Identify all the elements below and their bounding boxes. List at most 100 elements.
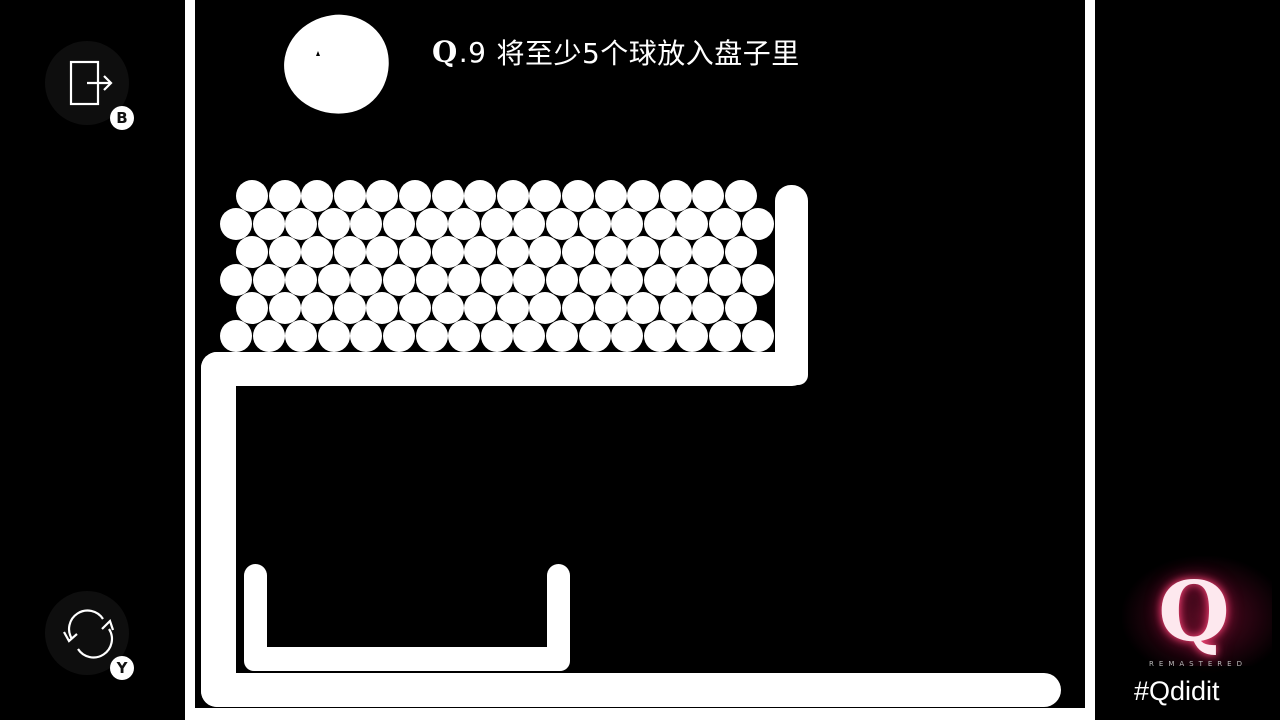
ball: [513, 208, 546, 240]
ball: [399, 292, 431, 324]
ball: [643, 264, 676, 296]
ball: [725, 180, 757, 212]
ball: [643, 320, 676, 352]
ball: [659, 180, 692, 212]
ball: [366, 180, 399, 212]
exit-button[interactable]: B: [45, 41, 134, 130]
ball: [431, 180, 464, 212]
ball: [383, 320, 415, 352]
ball: [350, 264, 383, 296]
ground-floor: [201, 673, 1061, 707]
pen-cursor-icon: [316, 51, 320, 56]
ball: [529, 236, 562, 268]
ball: [496, 292, 529, 324]
ball: [448, 320, 481, 352]
shelf-right-post: [775, 185, 808, 385]
logo-subtitle: REMASTERED: [1149, 660, 1247, 668]
ball: [366, 236, 399, 268]
ball: [236, 292, 268, 324]
b-button-badge: B: [110, 106, 134, 130]
logo-glow: [1122, 556, 1272, 666]
ball: [546, 320, 578, 352]
ball: [220, 208, 252, 240]
ball: [383, 208, 415, 240]
ball: [415, 264, 448, 296]
ball: [220, 320, 252, 352]
ball: [252, 208, 285, 240]
ball: [562, 292, 594, 324]
ball: [594, 292, 627, 324]
ball: [301, 180, 334, 212]
ball: [709, 320, 741, 352]
ball: [480, 208, 513, 240]
ball: [496, 180, 529, 212]
ball: [236, 180, 268, 212]
ball: [464, 236, 497, 268]
ball: [399, 180, 431, 212]
ball: [692, 292, 725, 324]
ball: [594, 236, 627, 268]
ball: [448, 208, 481, 240]
question-text: 将至少5个球放入盘子里: [496, 37, 800, 70]
ball: [611, 320, 644, 352]
ball: [415, 320, 448, 352]
ball: [692, 236, 725, 268]
ball: [268, 236, 301, 268]
ball: [480, 320, 513, 352]
ball: [529, 180, 562, 212]
ball: [383, 264, 415, 296]
question-number: .9: [458, 35, 487, 69]
shelf-floor: [201, 352, 808, 386]
ball: [268, 180, 301, 212]
ball: [268, 292, 301, 324]
ball: [431, 236, 464, 268]
ball: [676, 320, 709, 352]
ball: [741, 320, 774, 352]
game-logo: Q REMASTERED #Qdidit: [1112, 556, 1280, 720]
ball: [709, 208, 741, 240]
ball: [627, 236, 660, 268]
exit-door-icon: [69, 60, 113, 106]
ball: [301, 236, 334, 268]
ball: [480, 264, 513, 296]
ball: [692, 180, 725, 212]
ball: [448, 264, 481, 296]
plate-right-rim: [547, 564, 570, 670]
ball: [496, 236, 529, 268]
plate-left-rim: [244, 564, 267, 670]
ball: [529, 292, 562, 324]
ball: [333, 292, 366, 324]
restart-icon: [63, 609, 115, 659]
ball: [676, 264, 709, 296]
ball: [301, 292, 334, 324]
ball: [741, 208, 774, 240]
ball: [611, 264, 644, 296]
ball: [285, 208, 318, 240]
ball: [333, 236, 366, 268]
ball: [709, 264, 741, 296]
ball: [627, 180, 660, 212]
ball: [659, 292, 692, 324]
restart-button[interactable]: Y: [45, 591, 134, 680]
ball: [546, 208, 578, 240]
ball: [659, 236, 692, 268]
ball: [399, 236, 431, 268]
ball: [578, 208, 611, 240]
plate-base: [244, 647, 570, 671]
ball: [464, 292, 497, 324]
ball: [725, 236, 757, 268]
ball: [415, 208, 448, 240]
ball: [317, 320, 350, 352]
ball: [725, 292, 757, 324]
ball: [594, 180, 627, 212]
ball: [627, 292, 660, 324]
ball: [464, 180, 497, 212]
ball: [562, 180, 594, 212]
ball: [676, 208, 709, 240]
ball: [236, 236, 268, 268]
logo-q-letter: Q: [1158, 564, 1230, 660]
ball: [350, 208, 383, 240]
ball: [643, 208, 676, 240]
ball: [562, 236, 594, 268]
ball: [317, 208, 350, 240]
